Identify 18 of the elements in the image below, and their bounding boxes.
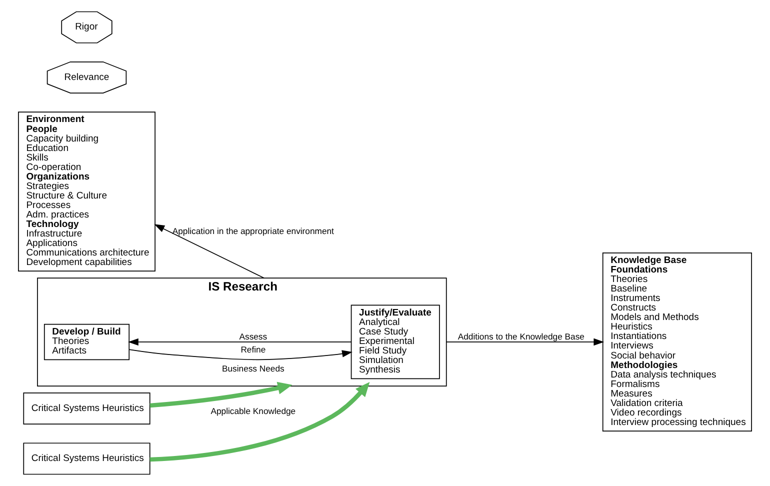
node-box: Environment People Capacity building Education Skills Co-operation Organizations Strategies Structure & Culture Processes Adm. practices Technology Infrastructure Applications Communications architecture Development capabilities [18,112,156,272]
node-box: Justify/Evaluate Analytical Case Study Experimental Field Study Simulation Synthesis [350,304,440,380]
node-box: Knowledge Base Foundations Theories Baseline Instruments Constructs Models and Methods Heuristics Instantiations Interviews Social behavior Methodologies Data analysis techniques Formalisms Measures Validation criteria Video recordings Interview processing techniques [602,252,752,432]
edge-label: Applicable Knowledge [210,406,296,416]
arrow [150,382,292,408]
arrow [128,338,352,346]
node-box: Critical Systems Heuristics [23,392,150,425]
node-box: Develop / Build Theories Artifacts [44,324,130,360]
arrow [128,349,352,360]
arrow [446,338,604,346]
edge-label: Additions to the Knowledge Base [458,331,584,342]
arrow [150,382,370,462]
edge-label: Refine [240,344,266,354]
node-box: Critical Systems Heuristics [23,442,150,475]
edge-label: Application in the appropriate environment [172,226,334,236]
edge-label: Assess [239,331,268,342]
arrow [154,224,264,278]
edge-label: Business Needs [222,363,284,374]
